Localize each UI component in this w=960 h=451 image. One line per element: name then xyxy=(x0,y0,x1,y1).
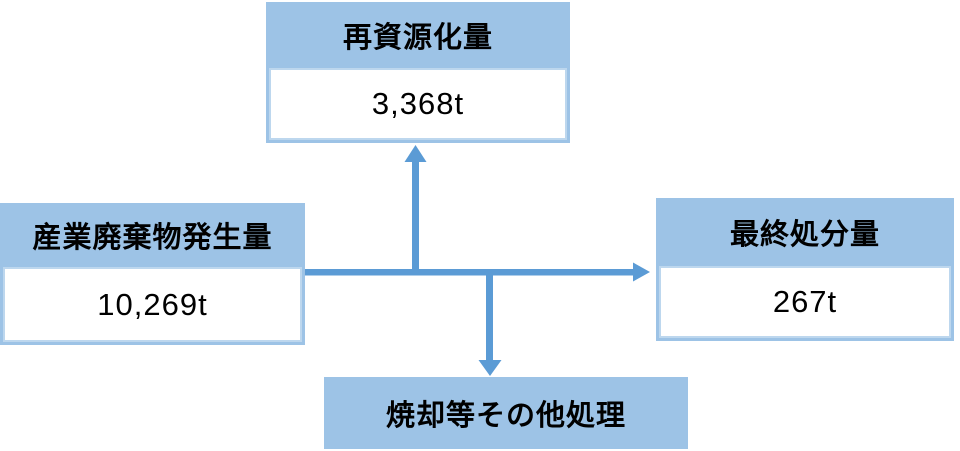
node-recycling: 再資源化量 3,368t xyxy=(266,2,570,143)
arrow-down-head-icon xyxy=(478,360,502,376)
arrow-up-head-icon xyxy=(404,145,427,162)
node-other-treatment-title: 焼却等その他処理 xyxy=(385,400,626,432)
arrow-down-line xyxy=(486,269,493,361)
node-final-disposal-value: 267t xyxy=(659,266,951,338)
node-generation-title: 産業廃棄物発生量 xyxy=(32,222,273,254)
node-generation: 産業廃棄物発生量 10,269t xyxy=(0,203,305,345)
arrow-up-line xyxy=(412,159,419,275)
arrow-right-head-icon xyxy=(633,262,650,282)
arrow-right-line xyxy=(303,269,635,276)
node-recycling-title: 再資源化量 xyxy=(342,22,493,54)
node-generation-value: 10,269t xyxy=(3,267,302,342)
node-final-disposal-title: 最終処分量 xyxy=(729,219,880,251)
node-other-treatment: 焼却等その他処理 xyxy=(324,377,688,449)
node-recycling-value: 3,368t xyxy=(269,68,567,140)
node-final-disposal: 最終処分量 267t xyxy=(656,198,954,341)
